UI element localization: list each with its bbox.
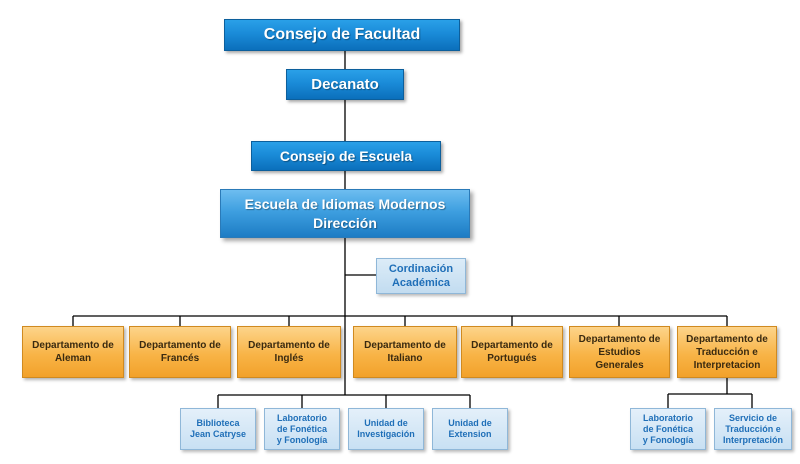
unit-box: Unidad de Extension — [432, 408, 508, 450]
unit-label: Laboratorio de Fonética y Fonología — [276, 412, 328, 445]
unit-box: Biblioteca Jean Catryse — [180, 408, 256, 450]
consejo-facultad-label: Consejo de Facultad — [263, 26, 421, 43]
department-label: Departamento de Traducción e Interpretac… — [686, 333, 768, 371]
coordinacion-academica-box: Cordinación Académica — [376, 258, 466, 294]
department-label: Departamento de Inglés — [248, 340, 330, 364]
coordinacion-academica-label: Cordinación Académica — [388, 263, 454, 289]
department-box: Departamento de Estudios Generales — [569, 326, 670, 378]
department-box: Departamento de Francés — [129, 326, 231, 378]
consejo-escuela-label: Consejo de Escuela — [279, 148, 413, 164]
unit-label: Unidad de Investigación — [357, 418, 415, 439]
consejo-facultad-box: Consejo de Facultad — [224, 19, 460, 51]
direccion-title: Dirección — [313, 214, 377, 231]
department-box: Departamento de Aleman — [22, 326, 124, 378]
escuela-direccion-box: Escuela de Idiomas Modernos Dirección — [220, 189, 470, 238]
decanato-label: Decanato — [311, 76, 379, 93]
department-box: Departamento de Italiano — [353, 326, 457, 378]
translation-unit-label: Servicio de Traducción e Interpretación — [722, 412, 783, 445]
consejo-escuela-box: Consejo de Escuela — [251, 141, 441, 171]
translation-unit-box: Servicio de Traducción e Interpretación — [714, 408, 792, 450]
department-label: Departamento de Portugués — [471, 340, 553, 364]
unit-label: Unidad de Extension — [448, 418, 492, 439]
escuela-title: Escuela de Idiomas Modernos — [244, 195, 446, 212]
department-label: Departamento de Francés — [139, 340, 221, 364]
unit-box: Unidad de Investigación — [348, 408, 424, 450]
department-label: Departamento de Aleman — [32, 340, 114, 364]
department-box: Departamento de Inglés — [237, 326, 341, 378]
decanato-box: Decanato — [286, 69, 404, 100]
department-box: Departamento de Portugués — [461, 326, 563, 378]
unit-box: Laboratorio de Fonética y Fonología — [264, 408, 340, 450]
translation-unit-label: Laboratorio de Fonética y Fonología — [642, 412, 694, 445]
unit-label: Biblioteca Jean Catryse — [189, 418, 247, 439]
translation-unit-box: Laboratorio de Fonética y Fonología — [630, 408, 706, 450]
department-label: Departamento de Italiano — [364, 340, 446, 364]
department-box: Departamento de Traducción e Interpretac… — [677, 326, 777, 378]
department-label: Departamento de Estudios Generales — [578, 333, 661, 371]
